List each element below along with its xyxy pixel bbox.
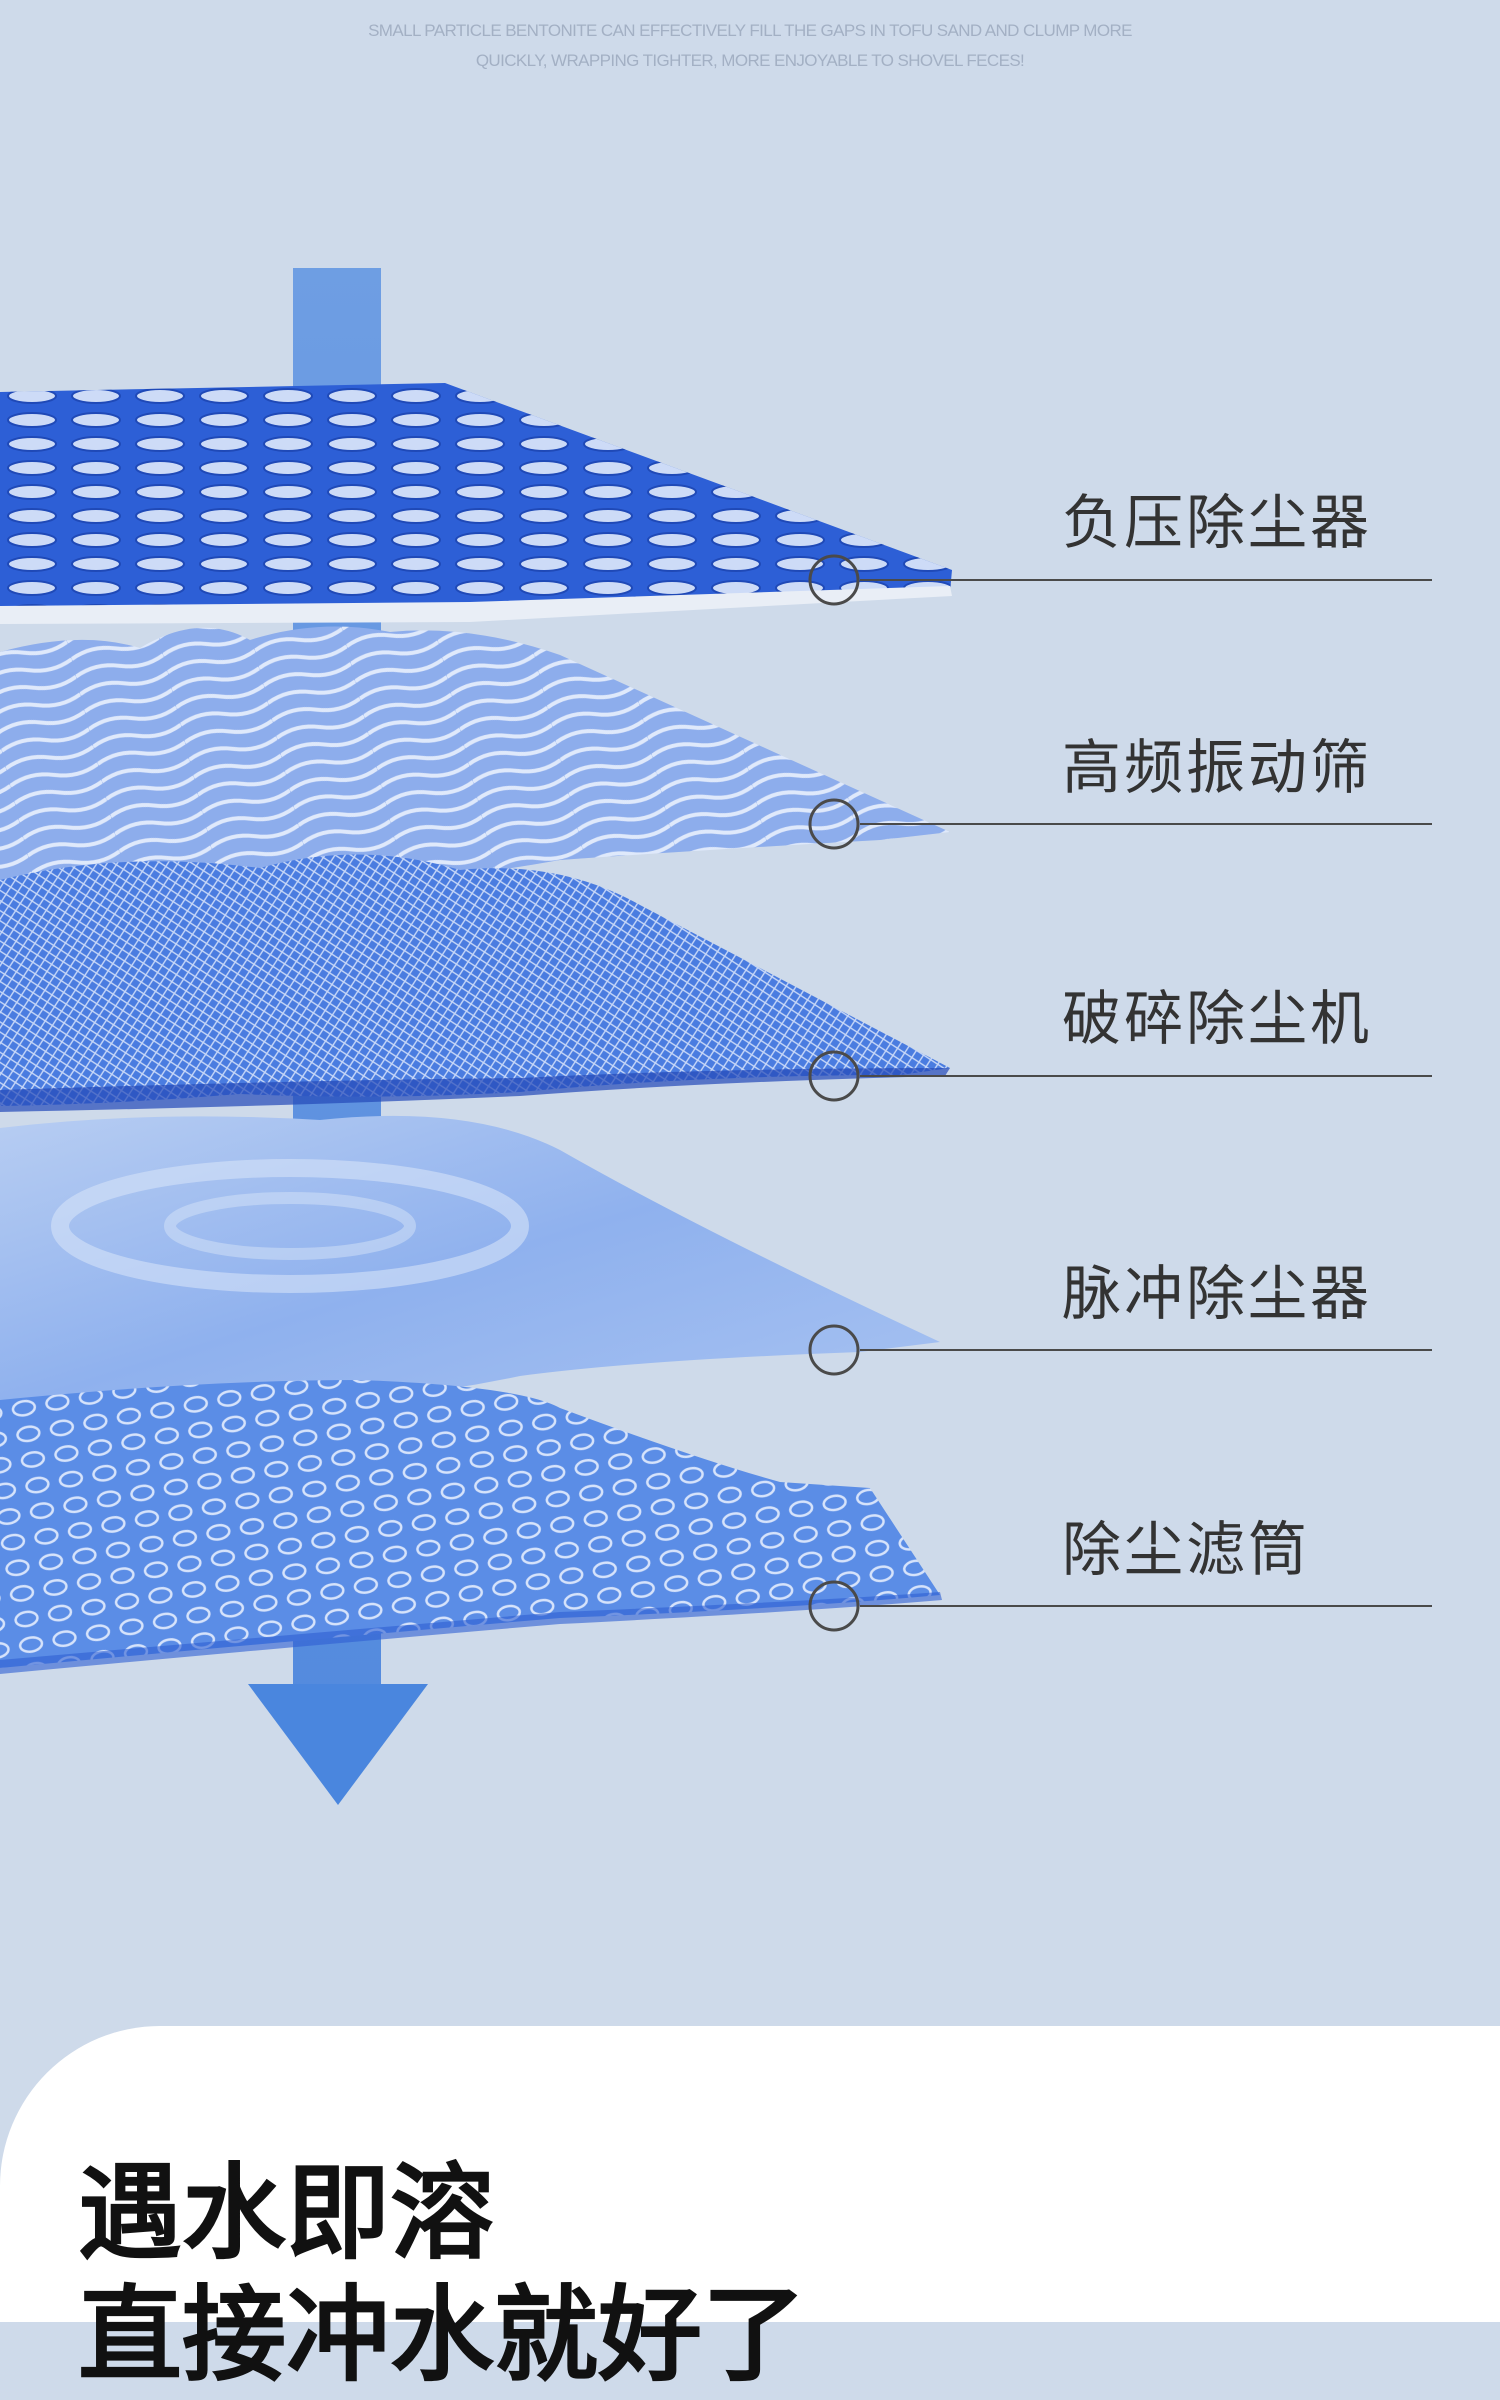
layer-wave-screen: [0, 626, 950, 906]
leader-line-3: [808, 1050, 1432, 1102]
leader-line-1: [808, 554, 1432, 606]
flow-arrow-head: [248, 1684, 428, 1805]
layer-label-5: 除尘滤筒: [1062, 1515, 1311, 1584]
bottom-panel: [0, 2026, 1500, 2322]
english-caption: SMALL PARTICLE BENTONITE CAN EFFECTIVELY…: [0, 16, 1500, 76]
layer-label-3: 破碎除尘机: [1062, 984, 1373, 1053]
layer-perforated-plate: [0, 383, 952, 624]
headline-line-1: 遇水即溶: [78, 2152, 495, 2274]
leader-line-4: [808, 1324, 1432, 1376]
layer-woven-mesh: [0, 854, 950, 1112]
layer-label-2: 高频振动筛: [1062, 733, 1373, 802]
leader-line-5: [808, 1580, 1432, 1632]
caption-line-2: QUICKLY, WRAPPING TIGHTER, MORE ENJOYABL…: [475, 51, 1025, 70]
layer-dotted-sheet: [0, 1380, 942, 1674]
caption-line-1: SMALL PARTICLE BENTONITE CAN EFFECTIVELY…: [368, 21, 1132, 40]
headline-line-2: 直接冲水就好了: [78, 2274, 807, 2396]
layer-label-4: 脉冲除尘器: [1062, 1259, 1373, 1328]
layer-label-1: 负压除尘器: [1062, 488, 1373, 557]
leader-line-2: [808, 798, 1432, 850]
filter-layers-diagram: [0, 268, 1432, 1805]
layer-filter-cloth: [0, 1115, 940, 1410]
